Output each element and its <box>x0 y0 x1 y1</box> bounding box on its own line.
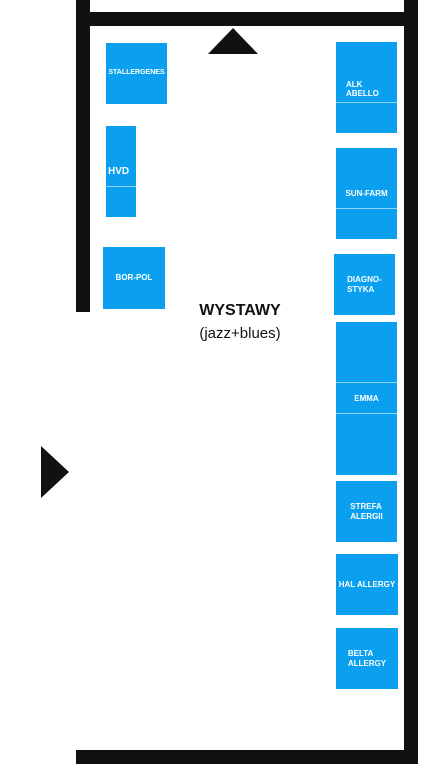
booth-hvd[interactable]: HVD <box>106 126 136 217</box>
booth-diagnostyka[interactable]: DIAGNO- STYKA <box>334 254 395 315</box>
booth-label: SUN-FARM <box>345 188 388 198</box>
booth-strefa-alergii[interactable]: STREFA ALERGII <box>336 481 397 542</box>
booth-emma[interactable]: EMMA <box>336 322 397 475</box>
top-wall-left-stub <box>76 0 90 14</box>
booth-label: BOR-POL <box>115 273 153 283</box>
booth-label: HVD <box>108 166 130 177</box>
booth-divider <box>106 186 136 187</box>
right-wall <box>404 12 418 764</box>
booth-label: DIAGNO- STYKA <box>347 275 382 294</box>
booth-divider <box>336 208 397 209</box>
hall-subtitle: (jazz+blues) <box>199 325 281 342</box>
booth-label: EMMA <box>354 393 379 403</box>
booth-label: ALK ABELLO <box>346 80 379 99</box>
left-wall <box>76 12 90 312</box>
booth-divider <box>336 382 397 383</box>
right-triangle-icon <box>41 446 69 498</box>
booth-alk-abello[interactable]: ALK ABELLO <box>336 42 397 133</box>
booth-bor-pol[interactable]: BOR-POL <box>103 247 165 309</box>
booth-hal-allergy[interactable]: HAL ALLERGY <box>336 554 398 615</box>
top-wall <box>76 12 418 26</box>
booth-label: STALLERGENES <box>108 69 165 77</box>
booth-divider <box>336 413 397 414</box>
top-wall-right-stub <box>404 0 418 14</box>
booth-label: HAL ALLERGY <box>338 579 396 589</box>
bottom-wall <box>76 750 418 764</box>
booth-label: BELTA ALLERGY <box>347 649 387 668</box>
booth-sun-farm[interactable]: SUN-FARM <box>336 148 397 239</box>
hall-title: WYSTAWY <box>199 302 281 319</box>
booth-stallergenes[interactable]: STALLERGENES <box>106 43 167 104</box>
booth-divider <box>336 102 397 103</box>
up-triangle-icon <box>208 28 258 54</box>
booth-label: STREFA ALERGII <box>350 502 383 521</box>
booth-belta-allergy[interactable]: BELTA ALLERGY <box>336 628 398 689</box>
